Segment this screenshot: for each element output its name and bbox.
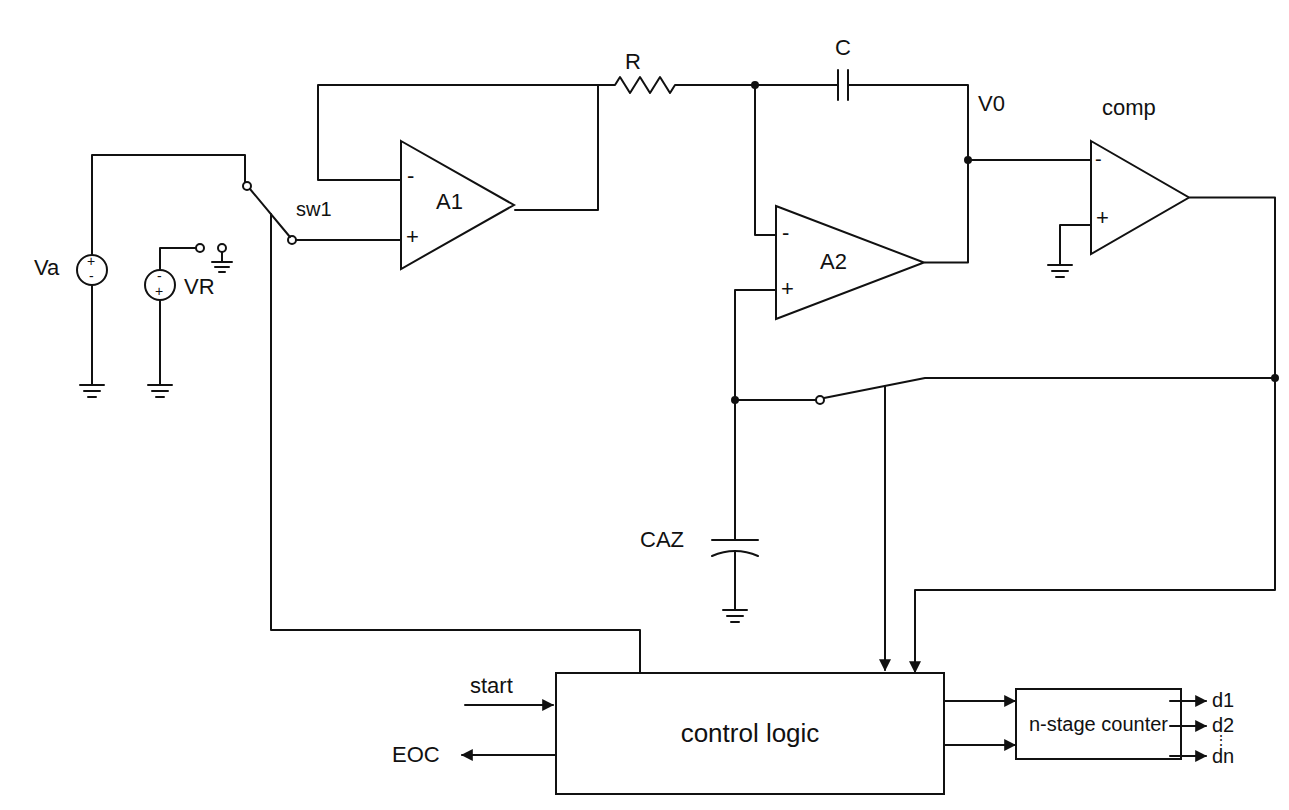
output-arrow (1170, 755, 1206, 757)
node-text: A2 (820, 250, 847, 274)
node-text: - (407, 164, 414, 188)
node-text: Va (34, 256, 59, 280)
control-wire (884, 386, 886, 670)
node-text: - (157, 269, 162, 284)
signal-label: start (470, 674, 513, 698)
counter-box: n-stage counter (1015, 688, 1182, 760)
node-text: + (155, 284, 163, 299)
control-box: control logic (555, 672, 945, 795)
opamp-symbol: - + A2 (775, 205, 925, 320)
wire (160, 248, 196, 269)
node-text: - (782, 221, 789, 245)
node-text: - (89, 269, 94, 284)
wire (92, 155, 245, 254)
signal-label: CAZ (640, 528, 684, 552)
capacitor-symbol (755, 70, 968, 160)
ground-symbol (1048, 265, 1072, 277)
node-text: + (406, 225, 419, 249)
wire (318, 85, 598, 180)
wire (515, 85, 598, 210)
node-text: + (781, 277, 794, 301)
connector (915, 198, 1275, 673)
opamp-symbol: - + A1 (400, 140, 515, 270)
ground-symbol (723, 610, 747, 622)
wire (734, 551, 736, 610)
node-text: - (1095, 148, 1102, 170)
wire (159, 301, 161, 385)
switch-terminal (218, 244, 226, 252)
output-arrow (1170, 725, 1206, 727)
ground-symbol (80, 385, 104, 397)
node-text: + (1096, 206, 1109, 230)
wire (1060, 225, 1090, 265)
comparator-symbol: comp-+ (1090, 140, 1190, 255)
triangle-outline (775, 205, 925, 320)
connector (945, 700, 1015, 702)
voltage-source: VR-+ (144, 269, 176, 301)
triangle-outline (1090, 140, 1190, 255)
ground-symbol (148, 385, 172, 397)
switch-terminal (196, 244, 204, 252)
node-text: A1 (436, 190, 463, 214)
signal-label: d1 (1212, 689, 1234, 711)
signal-label: C (835, 36, 851, 60)
node-text: n-stage counter (1029, 713, 1168, 735)
wire (735, 290, 775, 540)
ground-symbol (212, 252, 232, 272)
signal-label: EOC (392, 743, 440, 767)
wire (296, 239, 400, 241)
voltage-source: Va+- (76, 254, 108, 286)
signal-label: dn (1212, 745, 1234, 767)
output-arrow (1170, 700, 1206, 702)
connector (945, 744, 1015, 746)
wire (91, 286, 93, 385)
signal-label: sw1 (296, 198, 332, 220)
node-text: control logic (681, 719, 820, 748)
wire (735, 399, 816, 401)
node-text: + (87, 254, 95, 269)
switch-blade (824, 378, 1275, 398)
node-text: VR (184, 275, 215, 299)
signal-arrow (462, 754, 555, 756)
signal-label: V0 (978, 92, 1005, 116)
control-wire (271, 214, 640, 672)
wire (755, 85, 775, 235)
signal-label: R (625, 50, 641, 74)
resistor-symbol (598, 77, 755, 93)
connector (925, 160, 1090, 263)
node-text: comp (1102, 96, 1156, 120)
capacitor-symbol (712, 539, 758, 541)
switch-terminal (816, 396, 824, 404)
signal-arrow (465, 704, 553, 706)
